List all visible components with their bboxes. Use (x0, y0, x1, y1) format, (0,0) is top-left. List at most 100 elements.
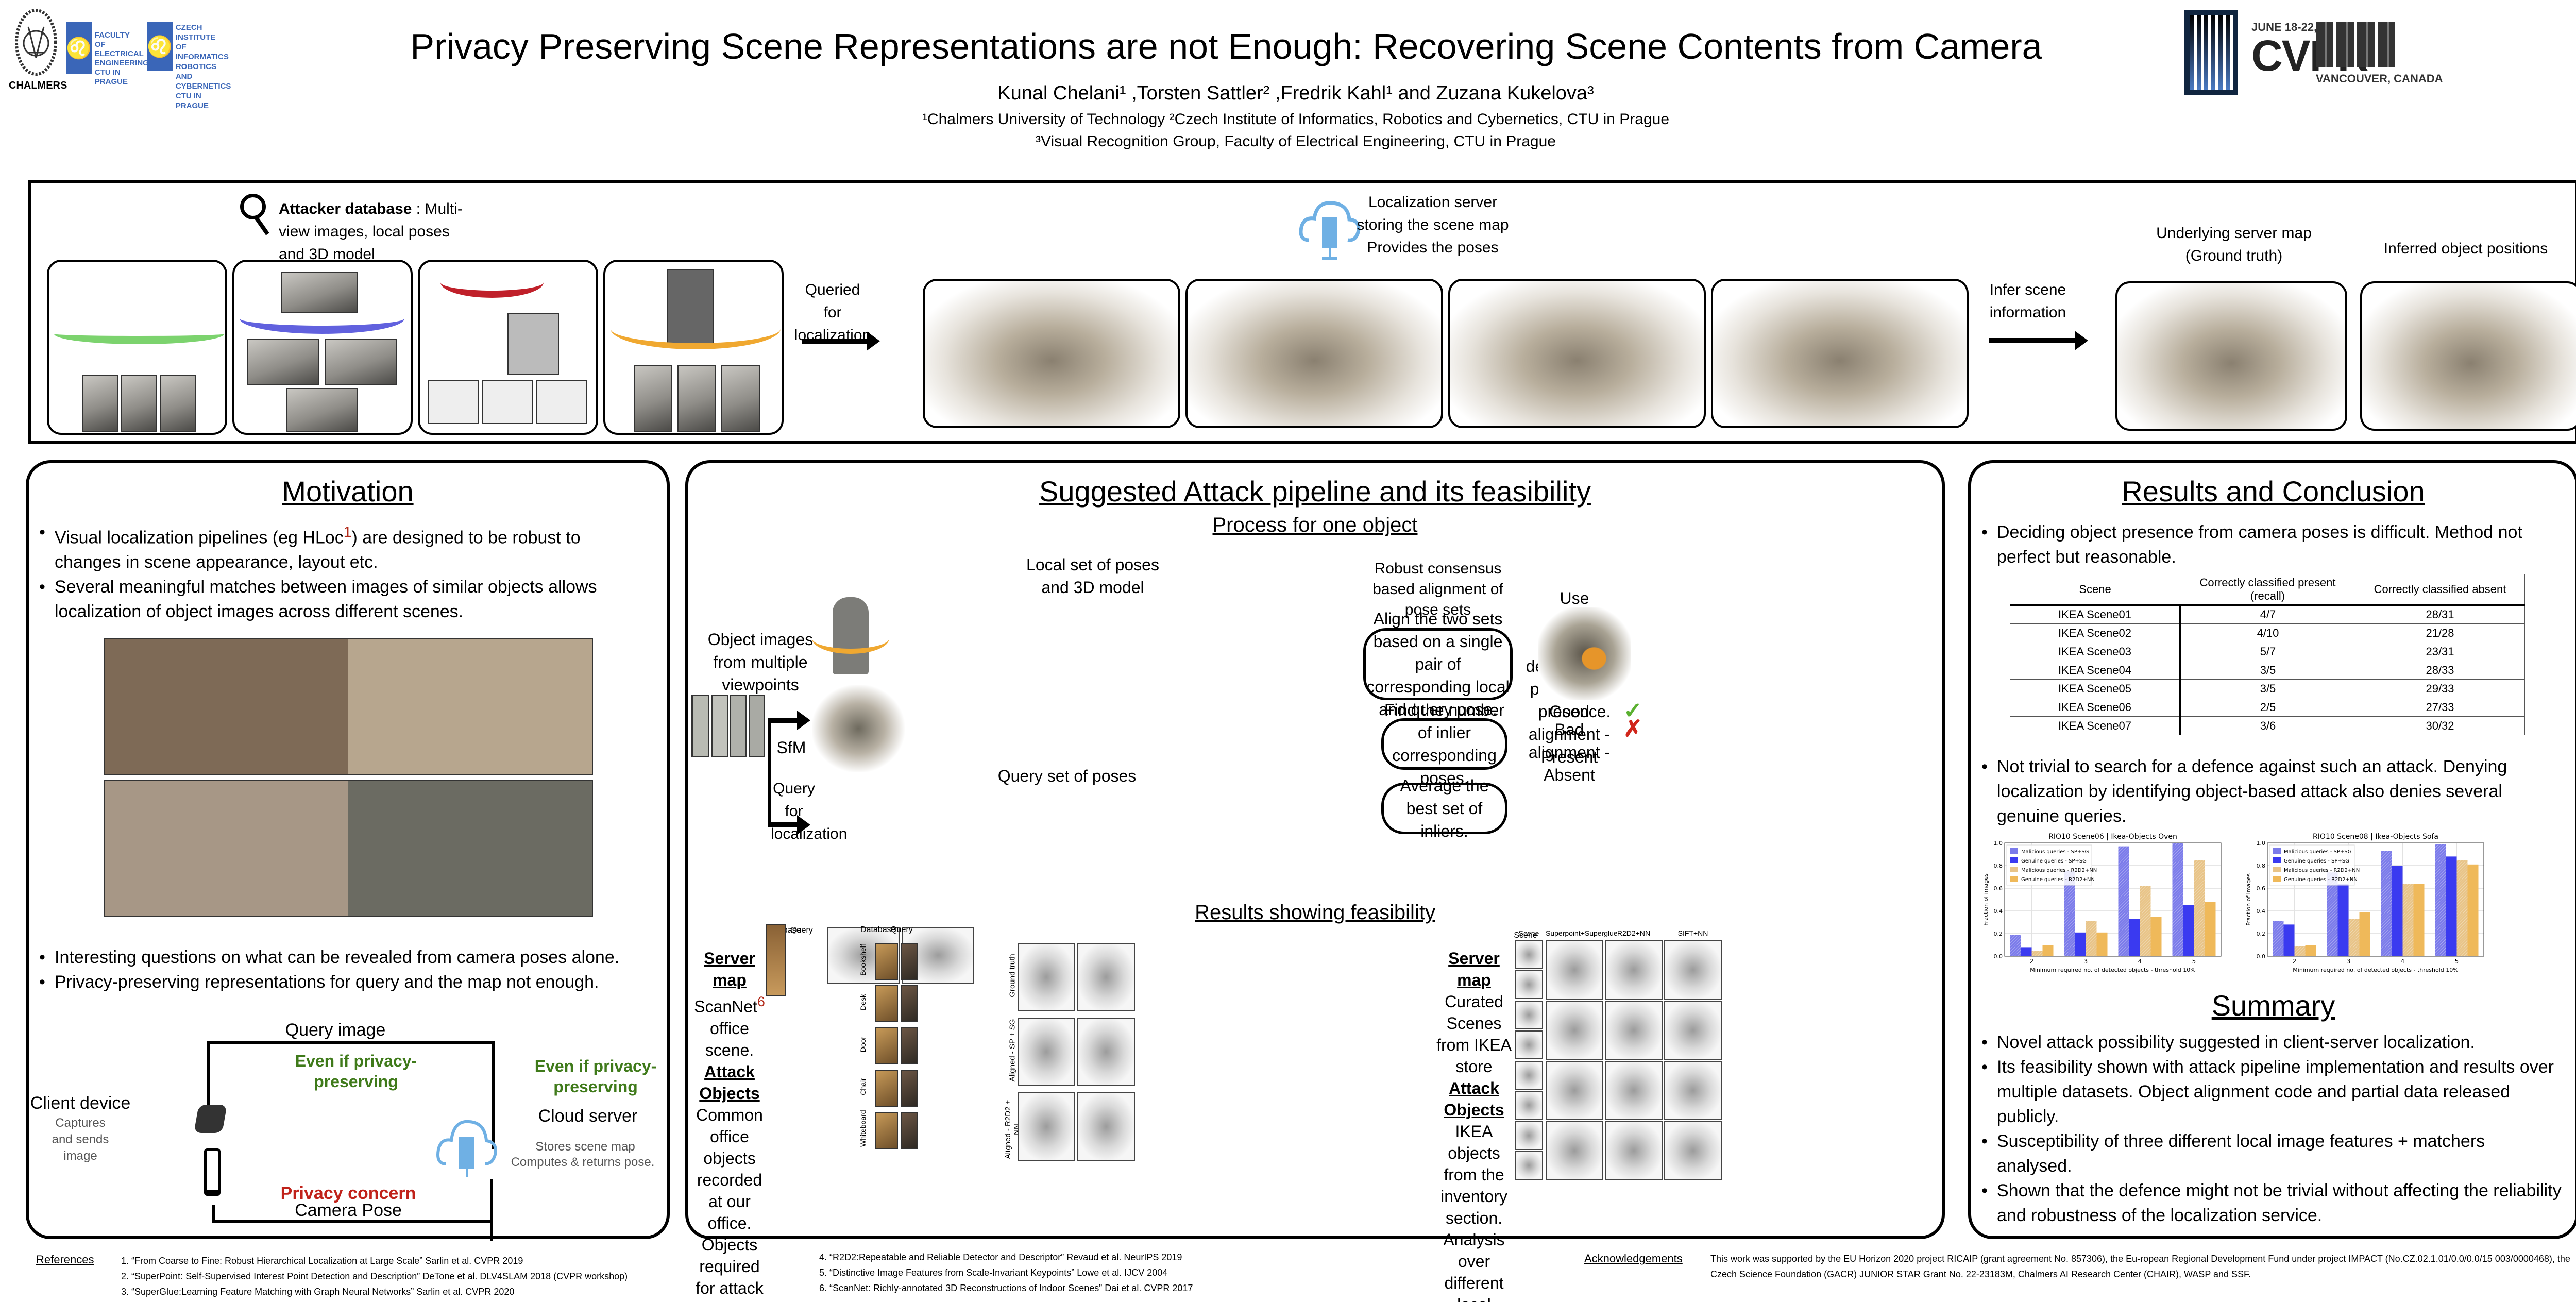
acknowledgements-text: This work was supported by the EU Horizo… (1710, 1254, 2570, 1279)
legend-swatch (2273, 857, 2281, 863)
fee-ctu-logo: ♌ FACULTY OF ELECTRICAL ENGINEERING CTU … (66, 22, 149, 86)
references-left: 1. “From Coarse to Fine: Robust Hierarch… (121, 1256, 628, 1297)
attacker-object-2 (232, 260, 413, 435)
legend-label: Malicious queries - R2D2+NN (2284, 868, 2360, 873)
bar (2283, 924, 2295, 956)
ikea-scene-thumb (1515, 1030, 1543, 1059)
absent-cell: 28/33 (2355, 661, 2525, 680)
results-panel: Results and Conclusion Deciding object p… (1968, 460, 2576, 1239)
results-bullets-1: Deciding object presence from camera pos… (1981, 520, 2564, 569)
object-row-label: Chair (859, 1078, 867, 1095)
matching-image-room (104, 638, 593, 775)
object-images-label: Object images from multiple viewpoints (707, 630, 814, 694)
magnifier-icon (240, 194, 271, 240)
cloud-server-sub-2: Computes & returns pose. (511, 1155, 655, 1169)
chart-title: RIO10 Scene06 | Ikea-Objects Oven (2048, 833, 2177, 841)
affiliations-line-2: ³Visual Recognition Group, Faculty of El… (1036, 133, 1556, 150)
scene-cell: IKEA Scene01 (2010, 604, 2181, 624)
summary-title: Summary (2211, 989, 2335, 1022)
bar-hatch (2402, 884, 2414, 956)
legend-label: Malicious queries - SP+SG (2021, 849, 2089, 855)
ikea-col-header: Scene (1518, 929, 1539, 937)
cross-icon: ✗ (1623, 716, 1642, 741)
present-cell: 3/5 (2180, 679, 2355, 698)
summary-bullets: Novel attack possibility suggested in cl… (1981, 1030, 2564, 1228)
bar-hatch (2086, 921, 2097, 956)
chalmers-logo: CHALMERS (9, 6, 67, 91)
chart-title: RIO10 Scene08 | Ikea-Objects Sofa (2313, 833, 2438, 841)
scannet-recon-perspective (1018, 1018, 1075, 1086)
ikea-scene-thumb (1515, 1151, 1543, 1180)
chalmers-wordmark: CHALMERS (9, 80, 67, 91)
bar (2205, 902, 2216, 956)
step-inliers: Find the number of inlier corresponding … (1381, 701, 1507, 787)
bar (2359, 912, 2370, 956)
absent-cell: 23/31 (2355, 642, 2525, 661)
inferred-label: Inferred object positions (2383, 240, 2548, 257)
pose-line-left (212, 1205, 215, 1223)
ikea-result-cell (1546, 940, 1603, 1000)
bar-hatch (2435, 844, 2446, 956)
scannet-recon-perspective (1018, 1092, 1075, 1161)
absent-cell: 21/28 (2355, 623, 2525, 642)
present-cell: 4/7 (2180, 604, 2355, 624)
x-tick-label: 4 (2138, 958, 2142, 965)
legend-swatch (2273, 867, 2281, 872)
y-tick-label: 0.0 (1994, 953, 2003, 960)
bar-hatch (2273, 921, 2284, 956)
object-query-photo (901, 985, 918, 1022)
qr-code[interactable] (2184, 10, 2238, 95)
scannet-recon-topdown (1077, 943, 1135, 1011)
ikea-result-cell (1664, 1001, 1722, 1060)
ikea-result-cell (1546, 1061, 1603, 1120)
query-scene-orange (1711, 279, 1969, 428)
query-for-localization-label: Query for localization (771, 780, 848, 842)
cloud-server-icon (1299, 194, 1361, 266)
recon-row-label: Ground truth (1008, 954, 1017, 997)
y-tick-label: 1.0 (2257, 840, 2266, 847)
bar (2042, 945, 2054, 956)
motivation-bullets-bottom: Interesting questions on what can be rev… (39, 945, 647, 994)
check-icon: ✓ (1623, 698, 1642, 723)
lion-icon: ♌ (147, 22, 173, 71)
motivation-panel: Motivation Visual localization pipelines… (26, 460, 670, 1241)
bar (2150, 917, 2162, 956)
ikea-col-scene: Scene (1514, 931, 1537, 940)
feasibility-right-text: Server map Curated Scenes from IKEA stor… (1436, 949, 1512, 1302)
ikea-result-cell (1605, 1001, 1663, 1060)
bar (2021, 947, 2032, 956)
legend-label: Genuine queries - SP+SG (2284, 858, 2349, 864)
y-tick-label: 0.8 (2257, 863, 2266, 869)
query-line-right (492, 1041, 495, 1149)
x-tick-label: 2 (2293, 958, 2297, 965)
ground-truth-label: Underlying server map (Ground truth) (2156, 225, 2312, 264)
bar (2305, 945, 2316, 956)
y-tick-label: 1.0 (1994, 840, 2003, 847)
y-tick-label: 0.6 (2257, 885, 2266, 892)
lion-icon: ♌ (66, 22, 92, 74)
bar-hatch (2118, 846, 2129, 956)
client-device-label: Client device (30, 1093, 131, 1113)
table-header-scene: Scene (2010, 574, 2180, 605)
results-table: Scene Correctly classified present (reca… (2010, 574, 2525, 735)
y-axis-label: Fraction of images (1982, 873, 1989, 926)
col-query: Query (790, 926, 813, 935)
ikea-result-cell (1664, 1121, 1722, 1180)
legend-swatch (2273, 876, 2281, 882)
table-header-present: Correctly classified present (recall) (2180, 574, 2355, 605)
consensus-title: Robust consensus based alignment of pose… (1372, 560, 1503, 618)
scannet-left-grid: Database Query (860, 925, 913, 934)
bar-hatch (2064, 871, 2075, 956)
recon-row-label: Aligned - SP + SG (1008, 1019, 1017, 1082)
attacker-db-caption: Attacker database : Multi-view images, l… (279, 200, 463, 263)
motivation-bullet: Interesting questions on what can be rev… (39, 945, 647, 970)
legend-label: Genuine queries - R2D2+NN (2284, 877, 2358, 883)
references-label: References (36, 1253, 94, 1266)
infer-label: Infer scene information (1989, 281, 2066, 321)
vr-headset-icon (194, 1105, 227, 1133)
object-database-photo (875, 1027, 898, 1064)
